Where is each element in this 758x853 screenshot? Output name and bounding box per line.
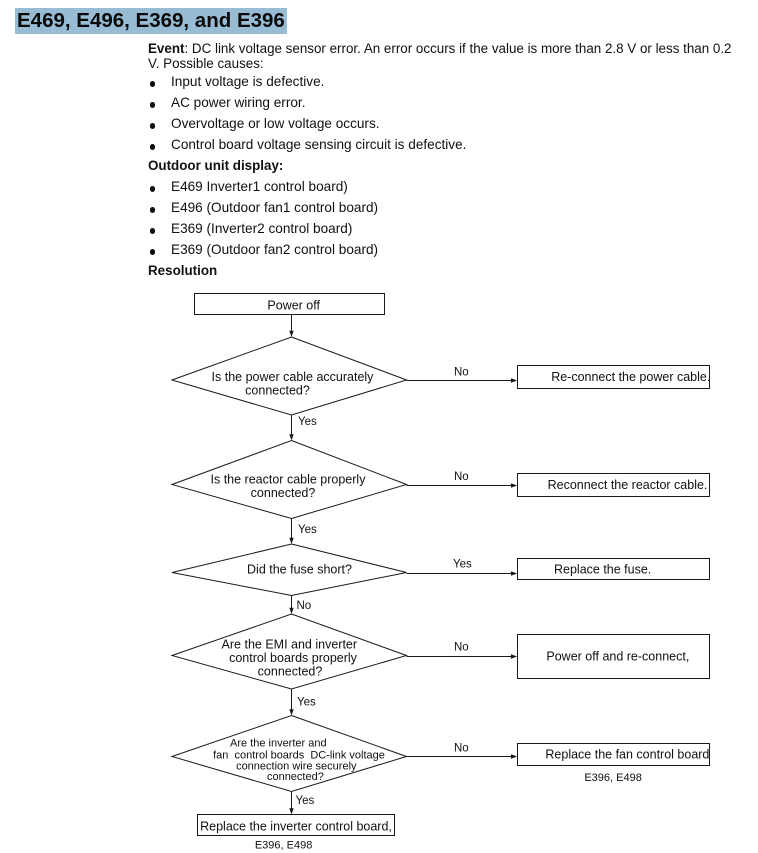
svg-text:Yes: Yes (297, 696, 316, 708)
svg-text:Power off and re-connect,: Power off and re-connect, (546, 650, 689, 664)
svg-text:No: No (454, 743, 469, 755)
svg-text:Is the reactor cable properly: Is the reactor cable properly (211, 473, 367, 487)
svg-text:Yes: Yes (298, 524, 317, 536)
svg-text:Replace the inverter control b: Replace the inverter control board, (200, 820, 392, 834)
svg-text:Yes: Yes (298, 416, 317, 428)
svg-text:connected?: connected? (258, 665, 323, 679)
svg-text:Did the fuse short?: Did the fuse short? (247, 563, 352, 577)
svg-text:connected?: connected? (267, 771, 324, 783)
svg-text:control boards properly: control boards properly (229, 651, 358, 665)
svg-text:No: No (454, 471, 469, 483)
svg-text:Yes: Yes (453, 559, 472, 571)
svg-text:Yes: Yes (296, 795, 315, 807)
svg-text:Reconnect the reactor cable.: Reconnect the reactor cable. (548, 478, 708, 492)
svg-text:Is the power cable accurately: Is the power cable accurately (212, 370, 375, 384)
svg-text:connection wire securely: connection wire securely (236, 760, 357, 772)
svg-text:No: No (297, 600, 312, 612)
svg-text:connected?: connected? (251, 486, 316, 500)
svg-text:Are the inverter and: Are the inverter and (230, 738, 327, 750)
svg-text:E396, E498: E396, E498 (584, 772, 642, 784)
svg-text:Replace the fan control board: Replace the fan control board (545, 748, 709, 762)
svg-text:E396, E498: E396, E498 (255, 839, 313, 851)
svg-text:connected?: connected? (245, 383, 310, 397)
svg-text:Re-connect the power cable.: Re-connect the power cable. (551, 370, 710, 384)
svg-text:Power off: Power off (267, 298, 320, 312)
svg-text:No: No (454, 642, 469, 654)
svg-text:Replace the fuse.: Replace the fuse. (554, 562, 651, 576)
svg-text:Are the EMI and inverter: Are the EMI and inverter (222, 638, 357, 652)
svg-text:No: No (454, 367, 469, 379)
svg-text:fan control boards DC-link v: fan control boards DC-link voltage (213, 750, 385, 762)
